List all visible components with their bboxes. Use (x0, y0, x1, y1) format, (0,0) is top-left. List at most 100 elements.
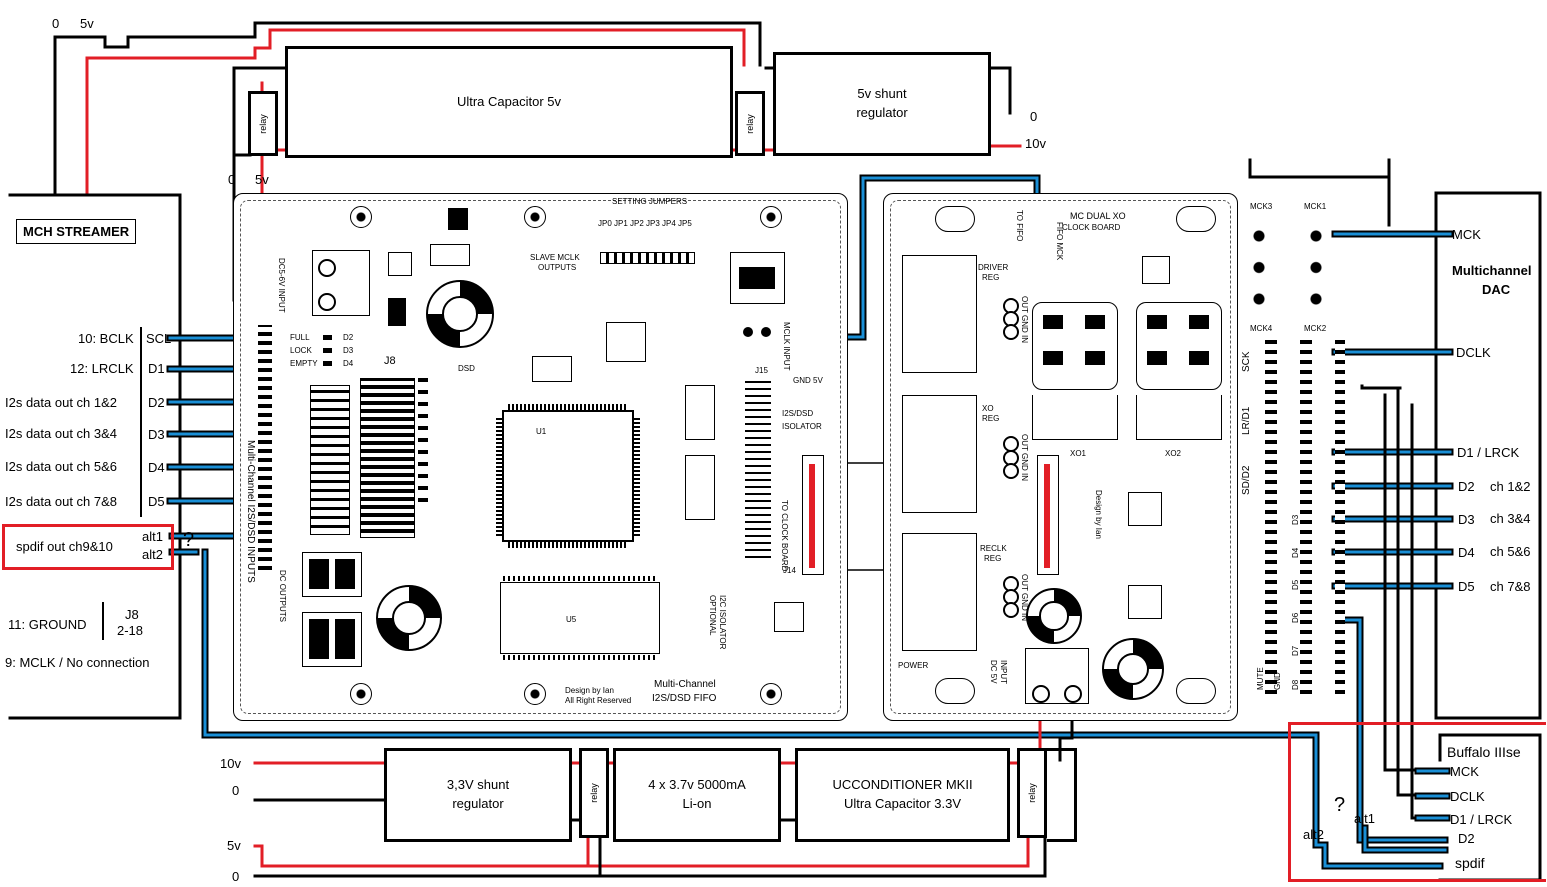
dac-d1-lrck: D1 / LRCK (1457, 445, 1520, 460)
dac-d5: D5 (1458, 579, 1475, 594)
j8-label: J8 (125, 607, 139, 622)
j21-connector (730, 252, 785, 304)
fuse-ic (448, 208, 468, 230)
dac-d2: D2 (1458, 479, 1475, 494)
streamer-5v-label: 5v (80, 16, 94, 31)
output-pad-column-3 (1335, 335, 1345, 700)
dac-ch34: ch 3&4 (1490, 511, 1531, 526)
led-pad (323, 361, 332, 366)
reclk-reg-line2: REG (984, 554, 1002, 563)
clock-design-label: Design by Ian (1094, 490, 1103, 539)
to-clock-board-label: TO CLOCK BOARD (780, 500, 789, 572)
xo-reg-area (902, 395, 977, 513)
xo2-footprint (1136, 395, 1222, 440)
u-chip-right1 (685, 385, 715, 440)
isolator-line2: ISOLATOR (782, 422, 822, 431)
pin-d5: D5 (148, 494, 165, 509)
mount-slot (1176, 206, 1216, 232)
resistor-column (418, 370, 428, 510)
mclk-no-connection: 9: MCLK / No connection (5, 655, 150, 670)
side-sck: SCK (1241, 351, 1252, 372)
gnd-5v-label: GND 5V (793, 376, 823, 385)
dac-title-line1: Multichannel (1452, 263, 1532, 278)
mount-slot (1176, 678, 1216, 704)
j15-header (745, 378, 771, 563)
xo-reg-line1: XO (982, 404, 994, 413)
jumper-header (600, 252, 695, 264)
spdif-highlight (2, 524, 174, 570)
relay-label: relay (257, 113, 268, 134)
j8-range-label: 2-18 (117, 623, 144, 638)
buffalo-alt1: alt1 (1354, 811, 1375, 826)
isolator-ic-left (310, 385, 350, 535)
streamer-pin-ch34: I2s data out ch 3&4 (5, 426, 118, 441)
u10-chip (1128, 585, 1162, 619)
shunt33-line2: regulator (452, 796, 504, 811)
5v-pad (761, 327, 771, 337)
driver-reg-area (902, 255, 977, 373)
dac-d3: D3 (1458, 512, 1475, 527)
mount-hole (760, 683, 782, 705)
mount-hole (350, 206, 372, 228)
wire-bottom-gnd (253, 836, 1047, 878)
bottom-5v-label: 5v (227, 838, 241, 853)
ucc-line2: Ultra Capacitor 3.3V (843, 796, 962, 811)
fifo-j8-label: J8 (384, 355, 396, 367)
dac-ch12: ch 1&2 (1490, 479, 1531, 494)
relay-bottom-right: relay (1017, 748, 1047, 838)
ultra-capacitor-5v-label: Ultra Capacitor 5v (456, 93, 562, 109)
to-fifo-label: TO FIFO (1015, 210, 1024, 242)
power-label: POWER (898, 661, 929, 670)
gnd-pad (743, 327, 753, 337)
relay-top-left: relay (248, 91, 278, 156)
side-d7: D7 (1291, 645, 1300, 656)
led-pad (323, 348, 332, 353)
status-empty: EMPTY (290, 359, 318, 368)
u-chip-right2 (685, 455, 715, 520)
spdif-alt2-label: alt2 (142, 547, 163, 562)
led-d2: D2 (343, 333, 354, 342)
fifo-to-clock-connector (802, 455, 824, 575)
streamer-pin-divider (140, 327, 142, 517)
regulator-ic (388, 252, 412, 276)
fifo-design-line1: Design by Ian (565, 686, 614, 695)
u4-chip (1142, 256, 1170, 284)
capacitor-c58 (302, 612, 362, 667)
spdif-question: ? (183, 529, 195, 551)
led-pad (323, 335, 332, 340)
dac-ch56: ch 5&6 (1490, 544, 1531, 559)
shunt-gnd-label: 0 (1030, 109, 1038, 124)
shunt-5v-line1: 5v shunt (857, 86, 907, 102)
jumper-labels: JP0 JP1 JP2 JP3 JP4 JP5 (598, 219, 692, 228)
bottom-gnd2-label: 0 (232, 869, 240, 884)
side-d3: D3 (1291, 514, 1300, 525)
xo1-oscillator (1032, 302, 1118, 390)
fifo-footer-line2: I2S/DSD FIFO (652, 693, 717, 704)
relay-top-right: relay (735, 91, 765, 156)
u1-label: U1 (536, 427, 547, 436)
mute-label: MUTE (1256, 667, 1265, 690)
u-small-a (532, 356, 572, 382)
fifo-dc-input-label: DC5-6V INPUT (277, 258, 286, 313)
reg-pin (1003, 324, 1019, 340)
xo1-label: XO1 (1070, 449, 1087, 458)
streamer-pin-ch12: I2s data out ch 1&2 (5, 395, 118, 410)
wire-streamer-gnd (53, 21, 762, 197)
buffalo-question: ? (1334, 794, 1346, 816)
slave-mclk-line1: SLAVE MCLK (530, 253, 580, 262)
shunt-10v-label: 10v (1025, 136, 1046, 151)
pin-scl: SCL (146, 331, 172, 346)
u1-fpga (496, 404, 640, 548)
fifo-5v-label: 5v (255, 172, 269, 187)
xo1-footprint (1032, 395, 1118, 440)
reg-pin (1003, 463, 1019, 479)
streamer-pin-ch78: I2s data out ch 7&8 (5, 494, 118, 509)
pin-d2: D2 (148, 395, 165, 410)
output-pad-column-1 (1265, 340, 1277, 700)
pin-d3: D3 (148, 427, 165, 442)
pin-d1: D1 (148, 361, 165, 376)
driver-reg-line1: DRIVER (978, 263, 1009, 272)
status-lock: LOCK (290, 346, 312, 355)
